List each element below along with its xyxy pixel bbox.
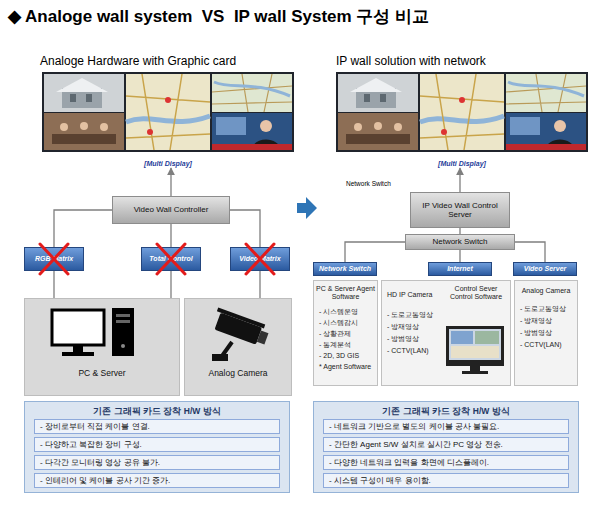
connector-line <box>515 242 545 262</box>
node-text: RGB Matrix <box>35 255 73 263</box>
node-text: Video Server <box>524 265 567 273</box>
feature-panel: 기존 그래픽 카드 장착 H/W 방식 - 장비로부터 직접 케이블 연결. - 다… <box>24 401 290 493</box>
connector-line <box>259 271 260 298</box>
node-text: - 다각간 모니터링 영상 공유 불가. <box>40 458 160 467</box>
connector-line <box>170 271 171 298</box>
connector-line <box>53 271 54 298</box>
node-text: PC & Server Agent Software <box>316 285 375 301</box>
connector-line <box>54 210 112 247</box>
node-text: [Multi Display] <box>438 160 486 168</box>
section-heading: IP wall solution with network <box>336 54 486 68</box>
node-text: - 방범영상 <box>520 329 574 337</box>
video-wall-image <box>42 72 294 152</box>
node-text: - 방범영상 <box>387 335 445 343</box>
source-header: Network Switch <box>313 262 377 276</box>
feature-row: - 네트워크 기반으로 별도의 케이블 공사 불필요. <box>323 419 569 434</box>
matrix-box: RGB Matrix <box>24 247 84 271</box>
node-text: Network Switch <box>432 237 487 246</box>
node-text: PC & Server <box>78 369 125 379</box>
device-box: PC & Server <box>24 298 180 396</box>
network-label: Network Switch <box>346 180 391 187</box>
node-text: [Multi Display] <box>144 160 192 168</box>
node-text: Internet <box>447 265 473 273</box>
feature-row: - 다양한 네트워크 입력을 화면에 디스플레이. <box>323 455 569 470</box>
feature-row: - 다각간 모니터링 영상 공유 불가. <box>34 455 280 470</box>
device-box: Analog Camera <box>184 298 292 396</box>
feature-row: - 장비로부터 직접 케이블 연결. <box>34 419 280 434</box>
feature-panel: 기존 그래픽 카드 장착 H/W 방식 - 네트워크 기반으로 별도의 케이블 공… <box>313 401 579 493</box>
node-text: Total Control <box>149 255 192 263</box>
transition-arrow <box>297 197 317 219</box>
source-header: Internet <box>428 262 492 276</box>
node-text: - 시스템감시 <box>319 319 375 327</box>
diagram-title: ◆ Analoge wall system VS IP wall System … <box>8 5 429 28</box>
node-text: - 방재영상 <box>387 323 445 331</box>
node-text: Control Sever Control Software <box>444 285 508 301</box>
node-text: - 도로교통영상 <box>387 311 445 319</box>
node-text: - 2D, 3D GIS <box>319 352 375 360</box>
multi-display: [Multi Display] <box>42 72 294 168</box>
node-text: Analog Camera <box>517 287 575 295</box>
section-heading: Analoge Hardware with Graphic card <box>40 54 236 68</box>
source-box: PC & Server Agent Software - 시스템운영 - 시스템감시… <box>313 280 378 386</box>
node-text: - 네트워크 기반으로 별도의 케이블 공사 불필요. <box>329 422 499 431</box>
node-text: - CCTV(LAN) <box>387 347 445 355</box>
node-text: - 장비로부터 직접 케이블 연결. <box>40 422 150 431</box>
node-text: - 도로교통영상 <box>520 305 574 313</box>
feature-row: - 인테리어 및 케이블 공사 기간 증가. <box>34 473 280 488</box>
node-text: - 상황관제 <box>319 330 375 338</box>
matrix-box: Total Control <box>141 247 201 271</box>
switch-box: Network Switch <box>405 234 515 250</box>
node-text: 기존 그래픽 카드 장착 H/W 방식 <box>314 407 578 417</box>
node-text: - 인테리어 및 케이블 공사 기간 증가. <box>40 476 170 485</box>
node-text: - CCTV(LAN) <box>520 341 574 349</box>
node-text: Network Switch <box>319 265 371 273</box>
node-text: * Agent Software <box>319 363 375 371</box>
feature-row: - 시스템 구성이 매우 용이함. <box>323 473 569 488</box>
video-wall-image <box>336 72 588 152</box>
node-text: - 통계분석 <box>319 341 375 349</box>
source-box: Analog Camera - 도로교통영상 - 방재영상 - 방범영상 - CCTV(… <box>514 280 578 386</box>
connector-line <box>459 168 460 192</box>
node-text: Video Wall Controller <box>134 205 209 214</box>
node-text: HD IP Camera <box>387 291 445 299</box>
connector-line <box>459 250 460 262</box>
node-text: - 다양하고 복잡한 장비 구성. <box>40 440 142 449</box>
node-text: - 다양한 네트워크 입력을 화면에 디스플레이. <box>329 458 489 467</box>
node-text: - 방재영상 <box>520 317 574 325</box>
server-box: IP Video Wall Control Server <box>410 192 510 228</box>
connector-line <box>170 224 171 247</box>
feature-row: - 간단한 Agent S/W 설치로 실시간 PC 영상 전송. <box>323 437 569 452</box>
node-text: - 시스템 구성이 매우 용이함. <box>329 476 431 485</box>
connector-line <box>345 242 405 262</box>
node-text: 기존 그래픽 카드 장착 H/W 방식 <box>25 407 289 417</box>
node-text: Analog Camera <box>208 369 267 379</box>
node-text: Video Matrix <box>239 255 280 263</box>
multi-display: [Multi Display] <box>336 72 588 168</box>
feature-row: - 다양하고 복잡한 장비 구성. <box>34 437 280 452</box>
node-text: - 시스템운영 <box>319 308 375 316</box>
node-text: IP Video Wall Control Server <box>411 201 509 219</box>
connector-line <box>170 168 171 196</box>
source-box: HD IP CameraControl Sever Control Softwa… <box>381 280 511 386</box>
node-text: - 간단한 Agent S/W 설치로 실시간 PC 영상 전송. <box>329 440 503 449</box>
matrix-box: Video Matrix <box>230 247 290 271</box>
controller-box: Video Wall Controller <box>112 196 230 224</box>
source-header: Video Server <box>513 262 577 276</box>
connector-line <box>230 210 260 247</box>
